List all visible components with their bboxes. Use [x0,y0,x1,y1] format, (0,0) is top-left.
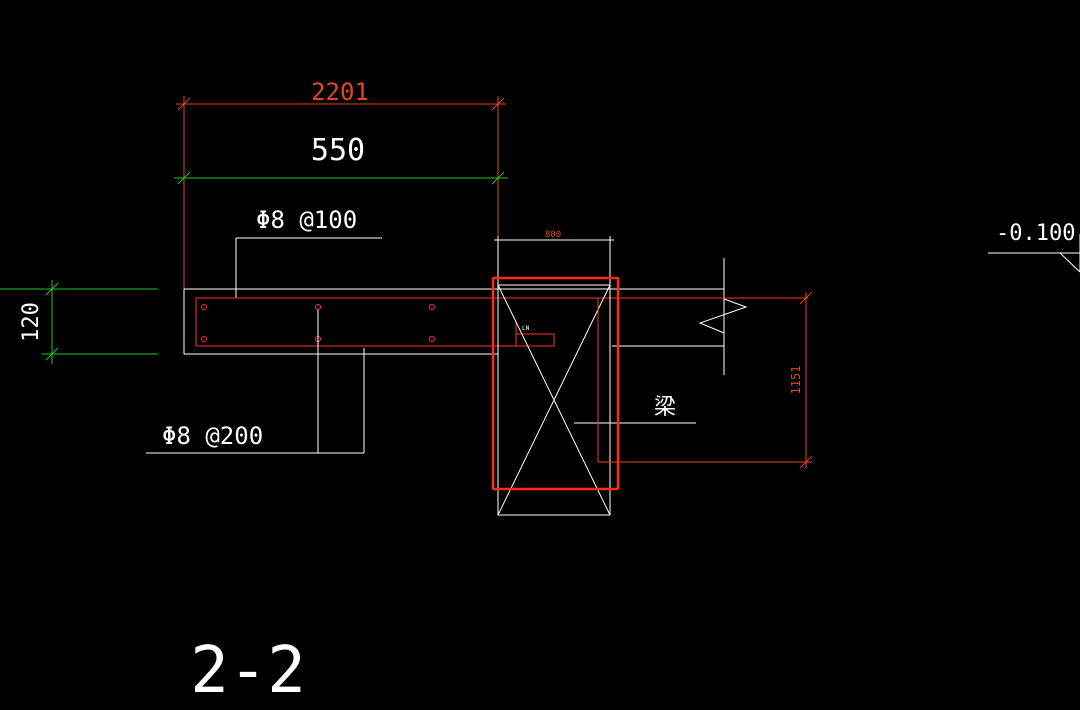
dimension-1151-label: 1151 [789,366,803,395]
slab-rebar [195,297,808,347]
rebar-top-label: Φ8 @100 [256,206,357,234]
rebar-top-leader [235,237,382,298]
dimension-1151 [597,291,813,469]
rebar-bottom-leader [146,310,365,454]
dimension-800-label: 800 [545,230,561,240]
elevation-marker [988,234,1080,273]
rebar-bottom-label: Φ8 @200 [162,422,263,450]
dimension-120 [0,280,158,364]
beam-label: 梁 [654,395,676,420]
dimension-550 [174,171,508,185]
dimension-2201 [176,96,506,290]
small-dimension-label: LN [522,325,530,332]
dimension-120-label: 120 [19,302,44,342]
section-title: 2-2 [190,634,306,708]
highlight-box[interactable] [491,276,620,491]
dimension-2201-label: 2201 [311,78,369,106]
slab-outline [183,258,748,375]
dimension-800 [494,236,614,290]
dimension-550-label: 550 [311,133,365,168]
beam-section [497,284,696,516]
elevation-label: -0.100 [996,221,1075,246]
